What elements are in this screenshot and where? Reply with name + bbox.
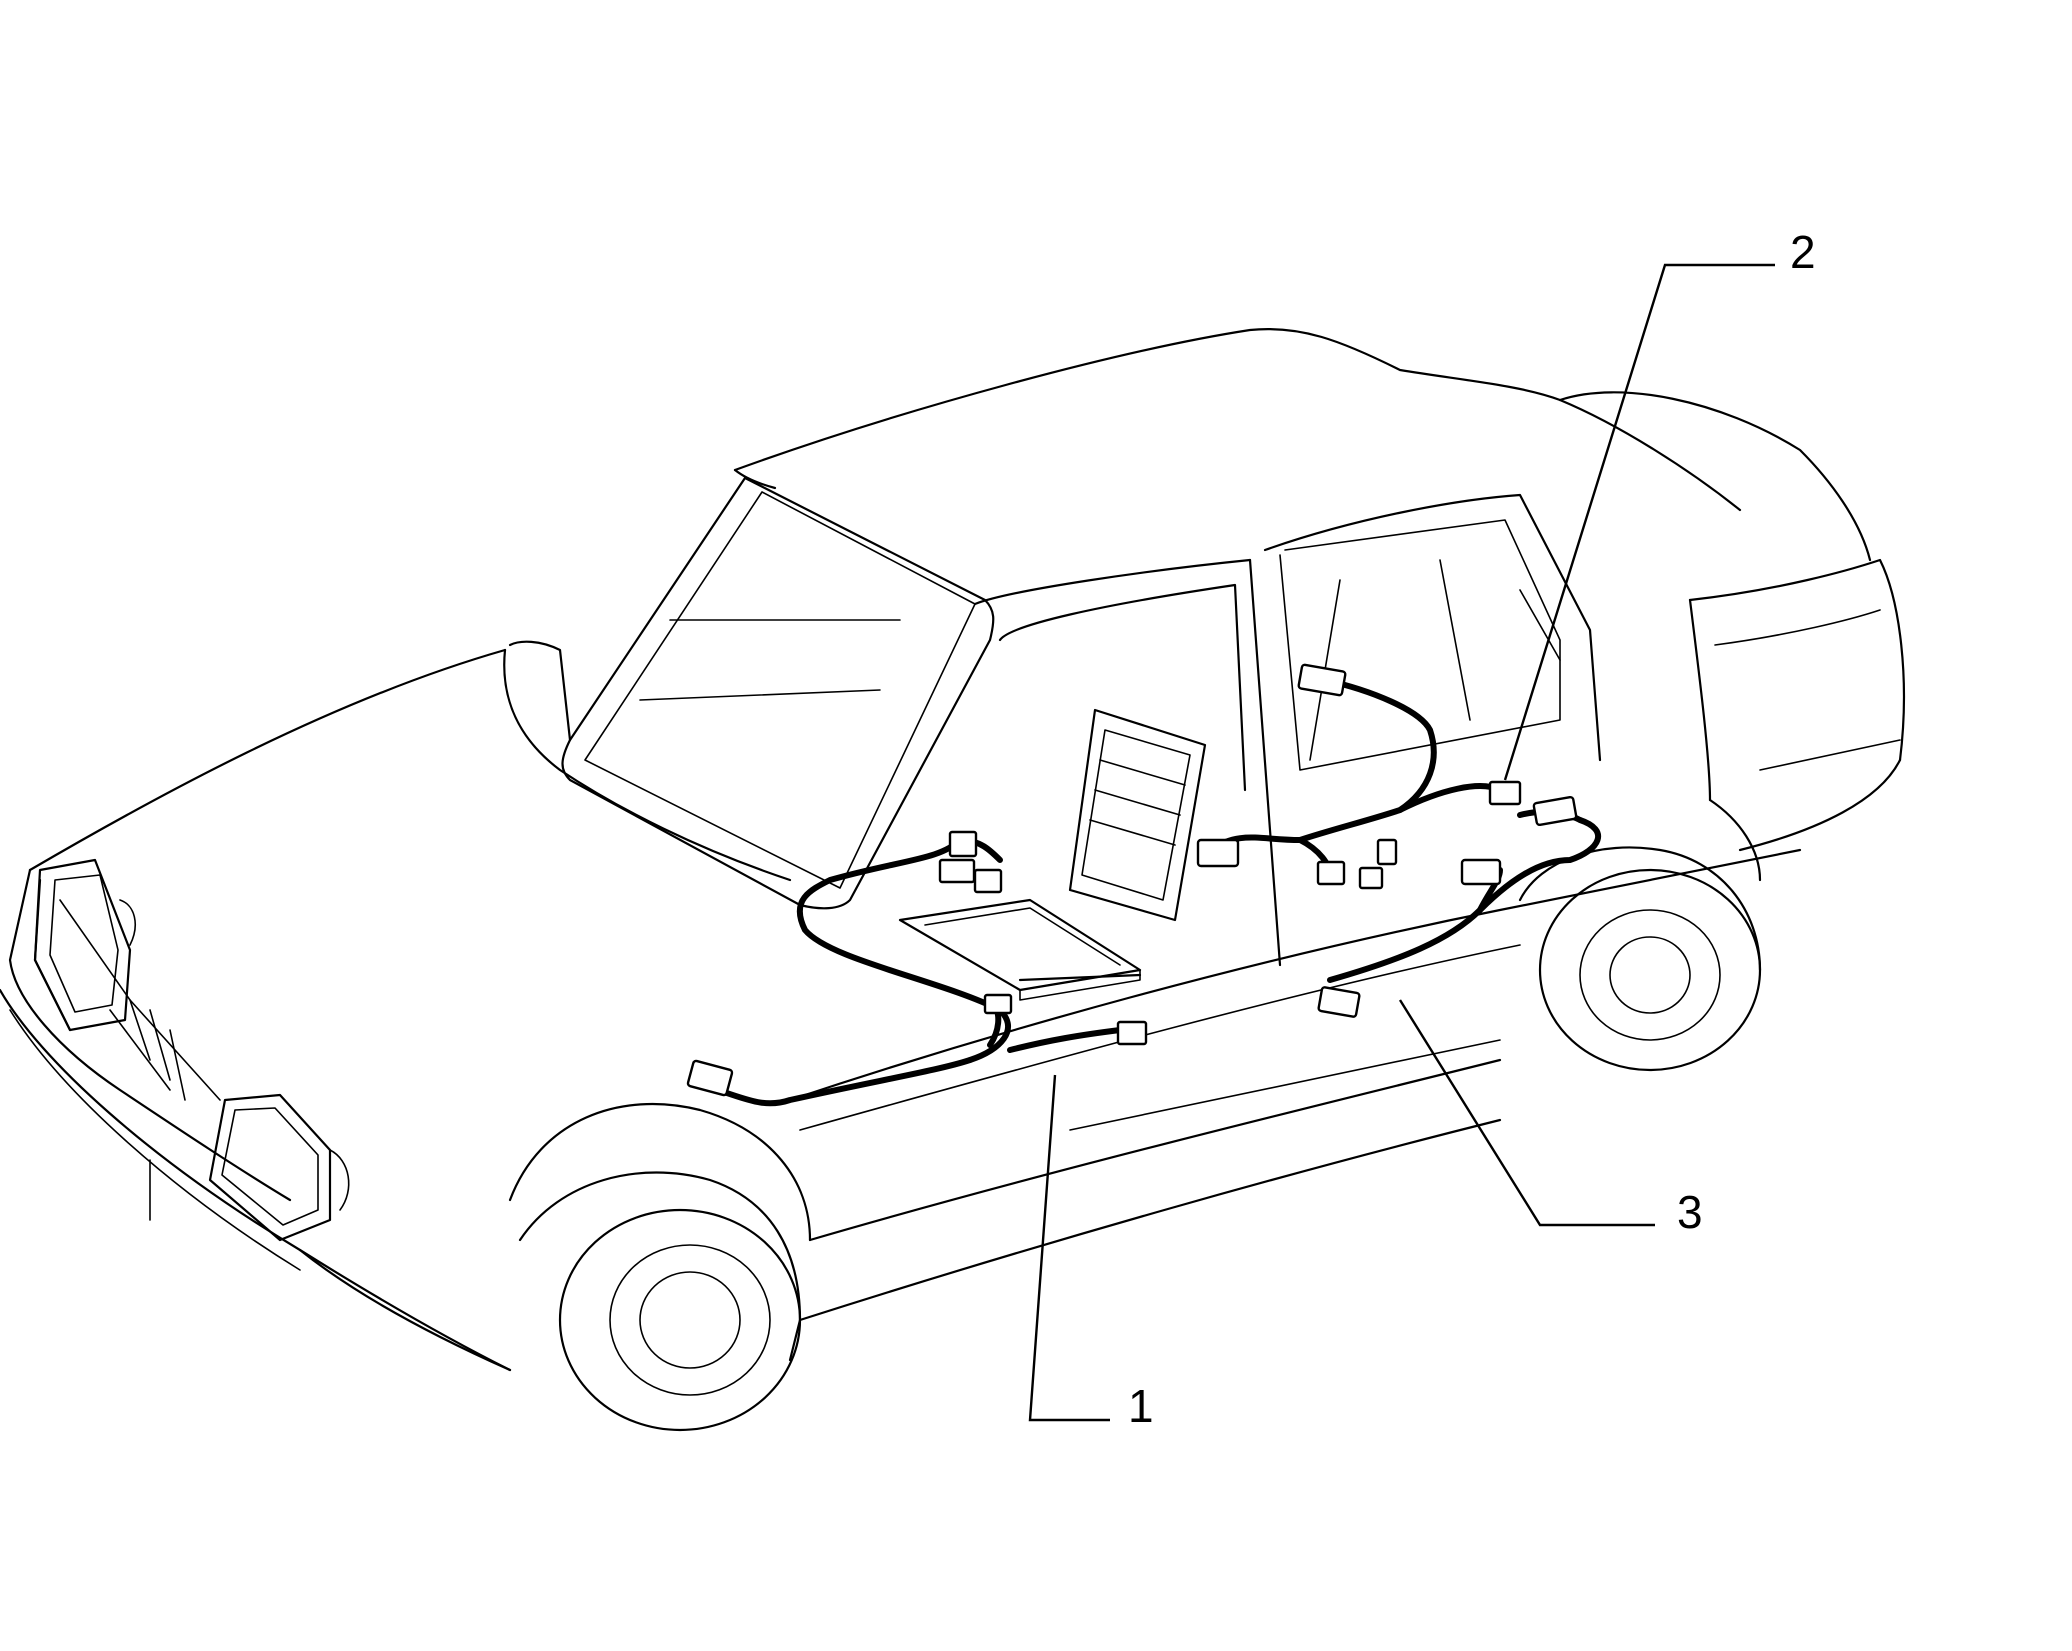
leader-2 [1503, 263, 1775, 781]
callout-1: 1 [1128, 1380, 1154, 1432]
headlamp-left [33, 858, 136, 1032]
harness-1 [697, 837, 1123, 1107]
car-body [0, 327, 1906, 1432]
headlamp-right [208, 1093, 350, 1242]
seat [898, 708, 1207, 1001]
harness-3 [1327, 808, 1602, 983]
callout-2: 2 [1790, 226, 1816, 278]
leader-3 [1398, 999, 1655, 1227]
callout-3: 3 [1677, 1186, 1703, 1238]
leader-1 [1028, 1074, 1110, 1422]
connectors [686, 663, 1578, 1097]
harness-2 [1207, 677, 1503, 878]
leader-lines [1028, 263, 1775, 1422]
